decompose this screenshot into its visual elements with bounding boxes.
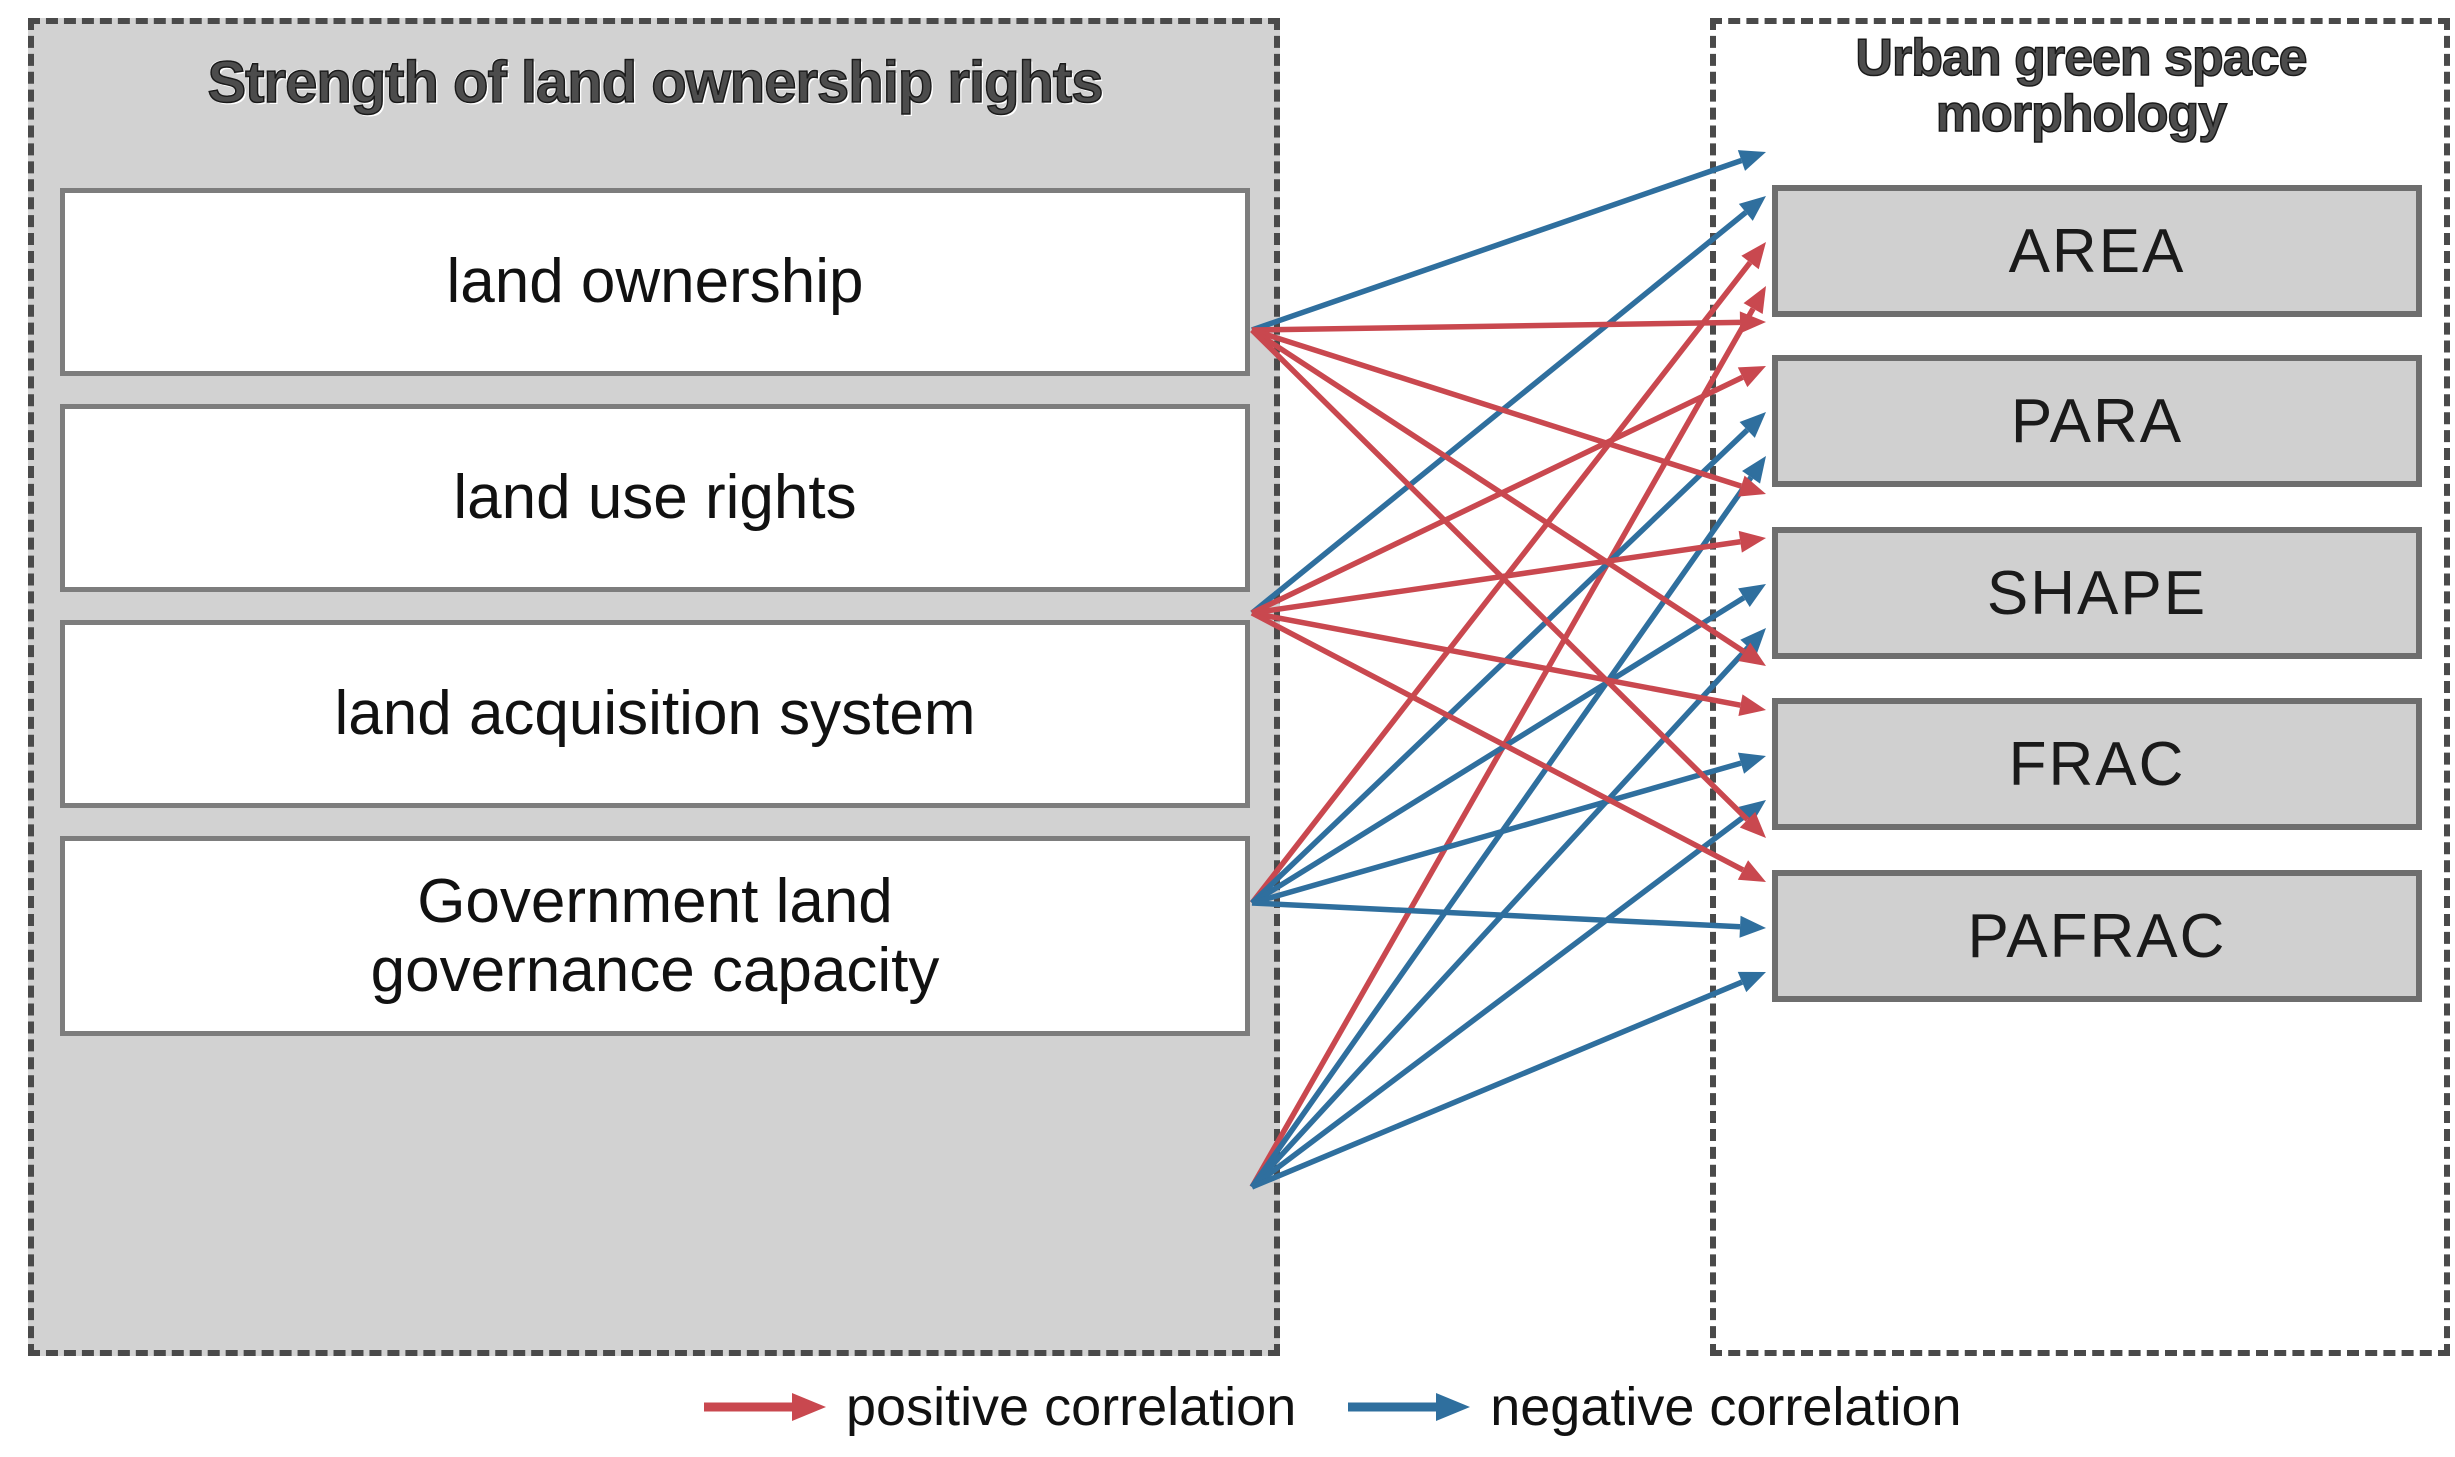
node-label: Government land governance capacity [370,866,940,1005]
node-label: PAFRAC [1967,901,2227,971]
node-para[interactable]: PARA [1772,355,2422,487]
node-government-land-governance-capacity[interactable]: Government land governance capacity [60,836,1250,1036]
node-land-acquisition-system[interactable]: land acquisition system [60,620,1250,808]
edge-line [1250,813,1747,1190]
node-label: land use rights [453,463,857,533]
edge-line [1251,319,1741,333]
node-pafrac[interactable]: PAFRAC [1772,870,2422,1002]
right-group-title-line2: morphology [1935,85,2228,144]
node-label: PARA [2010,386,2184,456]
right-group-title-line1: Urban green space [1855,29,2309,87]
edge-line [1250,610,1745,873]
edge-line [1251,610,1741,708]
edge-line [1249,475,1754,1189]
edge-line [1251,760,1742,906]
edge-line [1251,539,1741,616]
edge-line [1249,307,1756,1189]
edge-line [1250,979,1744,1190]
edge-line [1251,327,1743,489]
node-shape[interactable]: SHAPE [1772,527,2422,659]
left-group-title: Strength of land ownership rights [207,50,1105,115]
edge-line [1250,595,1746,906]
node-label: land acquisition system [334,679,976,749]
edge-line [1251,157,1743,333]
node-frac[interactable]: FRAC [1772,698,2422,830]
legend-label-positive: positive correlation [846,1377,1297,1437]
edge-line [1249,260,1753,905]
legend-item-positive-correlation: positive correlation [700,1376,1296,1438]
edge-line [1251,900,1741,930]
node-area[interactable]: AREA [1772,185,2422,317]
node-land-use-rights[interactable]: land use rights [60,404,1250,592]
node-label: FRAC [2008,729,2186,799]
node-land-ownership[interactable]: land ownership [60,188,1250,376]
edge-line [1250,328,1750,822]
legend: positive correlation negative correlatio… [700,1368,2400,1446]
edge-line [1250,210,1748,616]
negative-arrow-icon [1348,1393,1471,1421]
legend-label-negative: negative correlation [1490,1377,1962,1437]
positive-arrow-icon [704,1393,826,1421]
node-label: land ownership [446,247,864,317]
edge-line [1250,327,1746,655]
legend-item-negative-correlation: negative correlation [1344,1376,1962,1438]
node-label: SHAPE [1986,558,2208,628]
edge-line [1249,645,1751,1189]
node-label: AREA [2008,216,2186,286]
edge-line [1250,427,1750,905]
right-group-title: Urban green space morphology [1736,29,2426,144]
edge-line [1250,374,1744,616]
